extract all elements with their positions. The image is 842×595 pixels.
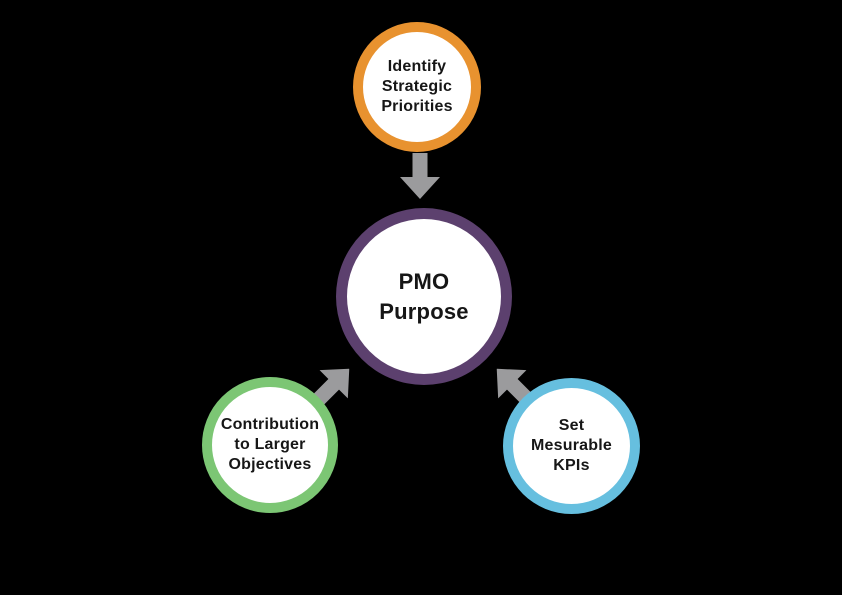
node-contribution-to-larger-objectives: Contribution to Larger Objectives xyxy=(202,377,338,513)
arrow-down-shape xyxy=(400,153,440,199)
node-pmo-purpose: PMO Purpose xyxy=(336,208,512,385)
arrow-up-right-shape xyxy=(311,368,350,407)
arrow-up-right-icon xyxy=(303,355,364,416)
node-label: Identify Strategic Priorities xyxy=(381,58,453,115)
arrow-down-icon xyxy=(400,153,440,199)
node-label: Contribution to Larger Objectives xyxy=(220,416,320,473)
node-set-mesurable-kpis: Set Mesurable KPIs xyxy=(503,378,640,514)
node-label: PMO Purpose xyxy=(379,268,469,324)
node-label: Set Mesurable KPIs xyxy=(531,417,612,474)
node-identify-strategic-priorities: Identify Strategic Priorities xyxy=(353,22,481,152)
